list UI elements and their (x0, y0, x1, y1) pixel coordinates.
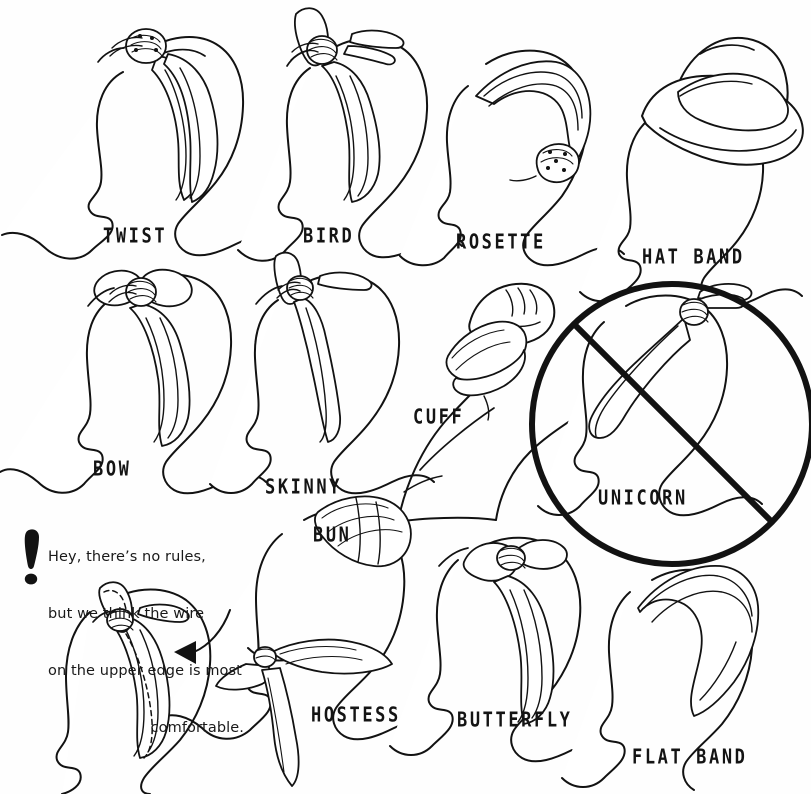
figure-cuff (397, 282, 581, 523)
figure-wire-detail (55, 581, 231, 794)
note-line-2: but we think the wire (48, 606, 205, 622)
style-label-cuff: CUFF (413, 405, 465, 430)
style-label-hostess: HOSTESS (311, 703, 401, 728)
style-label-butterfly: BUTTERFLY (457, 708, 573, 733)
exclamation-mark-icon (24, 529, 39, 585)
figure-twist (1, 28, 277, 260)
style-label-rosette: ROSETTE (456, 230, 546, 255)
figure-skinny (209, 251, 435, 495)
style-label-flat-band: FLAT BAND (632, 745, 748, 770)
style-label-unicorn: UNICORN (598, 486, 688, 511)
style-label-hat-band: HAT BAND (642, 245, 745, 270)
handwritten-note: Hey, there’s no rules, but we think the … (48, 510, 244, 776)
figure-bun (159, 495, 437, 741)
note-line-1: Hey, there’s no rules, (48, 549, 206, 565)
figure-flat-band (561, 565, 760, 791)
note-line-3: on the upper edge is most (48, 663, 242, 679)
figure-rosette (399, 49, 625, 267)
figure-bird (237, 7, 463, 262)
figure-bow (0, 268, 267, 495)
style-label-skinny: SKINNY (265, 475, 343, 500)
figure-hostess (215, 638, 393, 787)
figure-unicorn (529, 281, 811, 567)
style-label-bun: BUN (313, 523, 352, 548)
note-line-4: comfortable. (150, 720, 244, 736)
style-label-bow: BOW (93, 457, 132, 482)
style-label-twist: TWIST (103, 224, 168, 249)
figure-hat-band (579, 36, 804, 309)
style-label-bird: BIRD (303, 224, 355, 249)
figure-butterfly (389, 536, 582, 763)
